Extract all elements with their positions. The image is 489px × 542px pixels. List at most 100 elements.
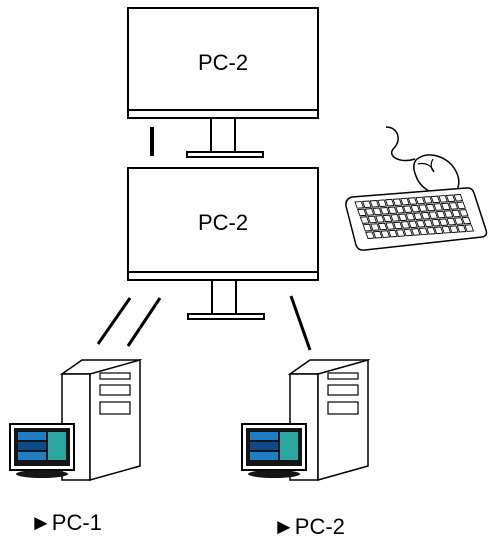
keyboard-key (407, 197, 418, 205)
keyboard-key (390, 214, 400, 222)
keyboard-key (393, 221, 403, 230)
keyboard-key (388, 229, 398, 238)
keyboard-key (400, 221, 411, 229)
keyboard-key (400, 197, 410, 206)
keyboard-key (443, 210, 454, 218)
keyboard-key (403, 228, 414, 237)
keyboard-key (365, 231, 375, 239)
keyboard-key (369, 199, 380, 208)
keyboard-key (423, 196, 433, 204)
keyboard-key (362, 223, 373, 232)
keyboard-key (456, 224, 467, 233)
keyboard-key (438, 218, 449, 226)
keyboard-key (458, 209, 469, 217)
pc2-display-window-3 (250, 452, 278, 460)
top-monitor-label: PC-2 (198, 50, 248, 75)
mouse-cable (385, 126, 416, 162)
keyboard-key (415, 220, 426, 228)
keyboard-key (438, 195, 448, 203)
keyboard-key (379, 207, 390, 215)
computer-pc1 (9, 359, 143, 481)
keyboard-key (418, 227, 429, 236)
keyboard-key (392, 198, 403, 206)
computer-pc2 (241, 359, 371, 481)
keyboard-key (410, 204, 421, 213)
bottom-monitor-screen (127, 167, 319, 281)
pc2-display-window-2 (250, 442, 278, 450)
keyboard-key (441, 225, 452, 234)
pc1-marker-icon: ► (30, 510, 52, 535)
keyboard-key (418, 204, 428, 212)
keyboard-key (377, 199, 387, 208)
keyboard-key (426, 227, 436, 235)
keyboard-key (446, 217, 457, 226)
mouse-icon (385, 126, 460, 197)
keyboard-key (395, 229, 406, 237)
keyboard-key (415, 196, 426, 205)
keyboard-key (382, 214, 393, 223)
pc1-label: ►PC-1 (30, 510, 102, 535)
top-monitor-neck (210, 117, 236, 153)
pc1-display-window-2 (18, 442, 46, 450)
pc1-drive-bay-1 (99, 372, 131, 380)
keyboard-key (410, 228, 421, 236)
keyboard-key (431, 218, 441, 227)
keyboard-key (354, 201, 365, 209)
keyboard-key (445, 194, 456, 203)
pc2-display-window-1 (250, 432, 278, 440)
pc2-display-stand (248, 470, 300, 478)
keyboard-key (395, 205, 405, 214)
keyboard-key (440, 202, 451, 211)
keyboard-key (449, 225, 459, 234)
pc1-cable-a (96, 297, 132, 345)
keyboard-key (372, 207, 383, 216)
keyboard-key (456, 201, 466, 210)
bottom-monitor-neck (211, 279, 237, 315)
keyboard-key (433, 226, 444, 235)
pc2-label-text: PC-2 (295, 514, 345, 539)
keyboard-key (428, 211, 439, 219)
pc1-display-window-3 (18, 452, 46, 460)
pc2-drive-bay-2 (327, 384, 359, 396)
keyboard-key (413, 212, 423, 221)
keyboard-key (362, 200, 372, 209)
keyboard-key (380, 230, 391, 238)
bottom-monitor-base (187, 313, 265, 320)
pc2-marker-icon: ► (273, 514, 295, 539)
keyboard-key (448, 202, 459, 210)
pc2-label: ►PC-2 (273, 514, 345, 539)
keyboard-key (405, 212, 416, 221)
keyboard-key (454, 217, 464, 225)
keyboard-key (385, 222, 396, 230)
keyboard-key (420, 211, 431, 220)
pc1-drive-bay-3 (99, 401, 131, 415)
keyboard-key (453, 193, 464, 202)
keyboard-key (436, 210, 446, 219)
keyboard-key (359, 216, 370, 224)
pc1-label-text: PC-1 (52, 510, 102, 535)
keyboard-key (402, 205, 413, 213)
bottom-monitor: PC-2 (127, 167, 319, 320)
keyboard-key (357, 208, 367, 217)
keyboard-key (425, 203, 436, 212)
keyboard-keys (354, 193, 475, 239)
keyboard-key (375, 215, 385, 223)
keyboard-icon (345, 187, 488, 251)
keyboard-key (364, 208, 375, 216)
pc1-drive-bay-2 (99, 384, 131, 396)
bottom-monitor-label: PC-2 (198, 210, 248, 235)
keyboard-key (461, 216, 472, 225)
keyboard-key (464, 224, 475, 232)
keyboard-key (433, 203, 444, 211)
keyboard-key (372, 230, 383, 239)
keyboard-key (397, 213, 408, 222)
keyboard-key (370, 223, 380, 231)
pc1-display-window-4 (48, 432, 66, 460)
pc2-drive-bay-1 (327, 372, 359, 380)
keyboard-key (384, 198, 395, 207)
keyboard-key (423, 219, 434, 228)
keyboard-key (430, 195, 441, 204)
top-monitor-base (186, 151, 264, 158)
pc1-display-window-1 (18, 432, 46, 440)
